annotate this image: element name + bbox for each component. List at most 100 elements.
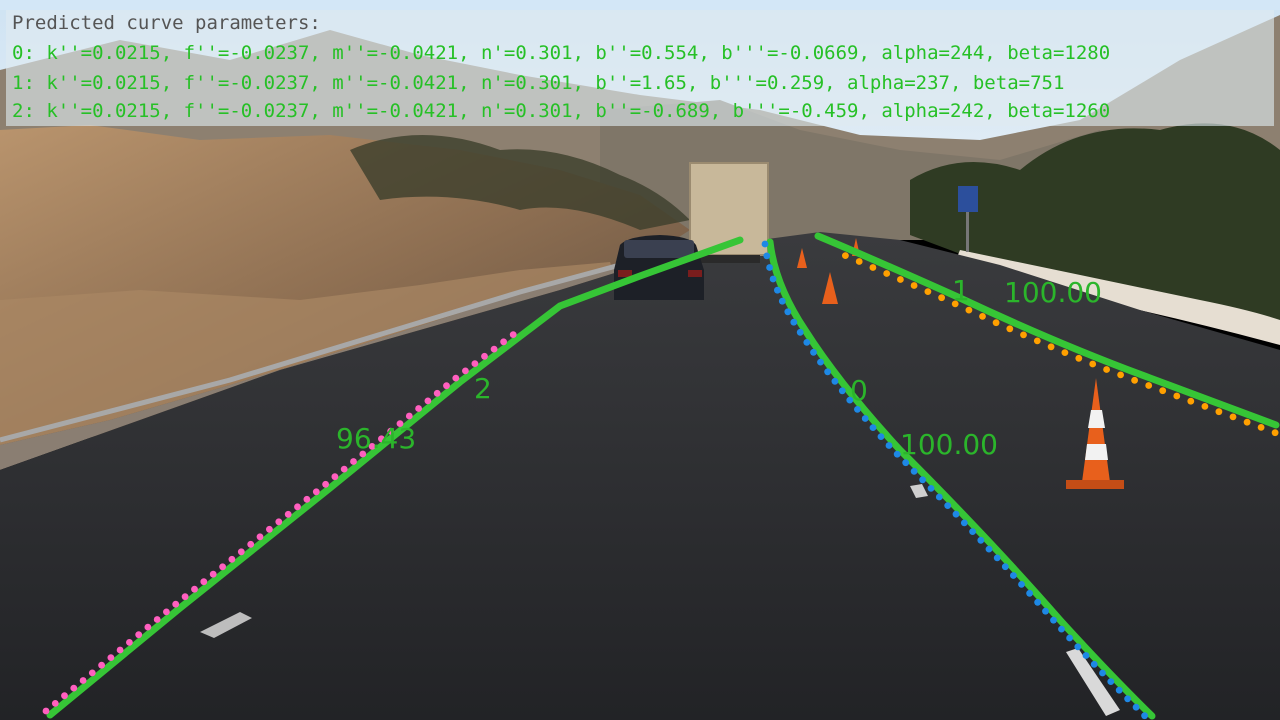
lane-1-point [1089,360,1097,368]
lane-2-point [284,510,292,518]
lane-0-point [1107,678,1115,685]
lane-0-point [893,450,901,458]
lane-1-point [1201,403,1209,410]
lane-0-point [796,328,804,336]
overlay-line-lane-2: 2: k''=0.0215, f''=-0.0237, m''=-0.0421,… [12,100,1111,122]
lane-1-point [1187,397,1195,405]
lane-1-point [1173,392,1181,400]
lane-1-point [855,258,863,265]
lane-0-point [838,387,846,395]
lane-2-point [163,608,170,616]
lane-2-point [350,458,357,465]
lane-2-point [490,345,498,353]
lane-0-point [810,348,817,356]
lane-2-point [116,646,124,654]
lane-0-point [1132,703,1140,711]
lane-0-point [1026,589,1033,597]
lane-0-point [885,442,893,449]
lane-1-point [938,294,945,302]
lane-1-curve [814,232,1280,429]
lane-2-point [191,585,198,593]
lane-0-point [803,339,811,346]
lane-0-point [854,406,861,413]
lane-1-point [979,313,986,320]
lane-2-point [387,427,395,435]
lane-0-point [960,519,968,527]
prediction-overlay-panel [6,10,1274,126]
lane-2-point [107,654,115,661]
lane-2-point [181,593,189,601]
lane-2-point [153,616,161,623]
lane-1-point [1131,376,1138,384]
lane-1-point [1047,343,1055,351]
lane-2-point [415,405,422,412]
lane-1-point [1271,429,1279,437]
lane-0-point [824,368,831,376]
lane-1-point [1243,418,1251,426]
overlay-line-lane-0: 0: k''=0.0215, f''=-0.0237, m''=-0.0421,… [12,42,1111,64]
lane-2-point [237,548,245,556]
lane-0-id-label: 0 [850,374,868,407]
lane-2-point [424,397,432,405]
lane-2-curve [46,236,744,719]
lane-0-point [1090,660,1098,668]
lane-1-id-label: 1 [952,274,970,307]
lane-2-point [70,684,78,692]
lane-1-point [1020,331,1027,339]
lane-0-point [877,433,885,440]
lane-2-point [172,600,180,608]
lane-2-point [247,540,255,548]
lane-0-point [869,424,877,431]
lane-2-point [331,473,339,481]
lane-0-point [1010,572,1017,579]
lane-0-point [1058,625,1065,633]
lane-0-point [1099,669,1106,677]
lane-0-point [1001,563,1009,571]
lane-1-point [992,319,1000,327]
lane-0-point [993,554,1001,562]
lane-0-point [935,493,943,501]
lane-2-point [322,480,329,488]
lane-0-point [1018,581,1025,588]
lane-0-point [985,545,993,553]
lane-1-point [1145,382,1153,389]
lane-0-point [1115,686,1123,694]
lane-0-point [1074,643,1082,651]
lane-1-point [910,282,918,289]
lane-2-point [471,360,479,367]
lane-0-point [763,252,771,260]
lane-0-point [761,240,769,248]
lane-0-point [784,308,792,316]
overlay-title: Predicted curve parameters: [12,12,321,34]
lane-0-point [1042,607,1049,615]
lane-1-point [1075,354,1083,362]
lane-0-point [1082,652,1090,659]
lane-2-point [209,570,217,578]
lane-2-point [378,435,385,443]
lane-0-point [778,297,786,305]
lane-2-point [144,623,152,631]
lane-1-point [1061,349,1069,356]
lane-0-point [846,396,854,404]
lane-0-point [919,476,926,484]
overlay-line-lane-1: 1: k''=0.0215, f''=-0.0237, m''=-0.0421,… [12,72,1065,94]
lane-2-point [396,420,404,427]
lane-2-point [405,412,413,420]
lane-2-point [98,661,105,669]
lane-1-point [924,288,932,295]
lane-2-point [275,518,283,526]
lane-2-point [500,338,507,346]
lane-0-point [910,467,918,475]
lane-2-point [125,639,133,646]
lane-0-point [790,318,798,326]
lane-0-point [977,536,985,544]
window-top-strip [0,0,1280,10]
lane-1-score-label: 100.00 [1004,276,1102,309]
lane-0-point [952,510,960,518]
lane-1-point [1257,424,1265,431]
lane-2-point [219,563,227,571]
lane-1-point [1229,413,1237,421]
lane-2-point [340,465,348,473]
lane-1-point [1033,337,1041,345]
